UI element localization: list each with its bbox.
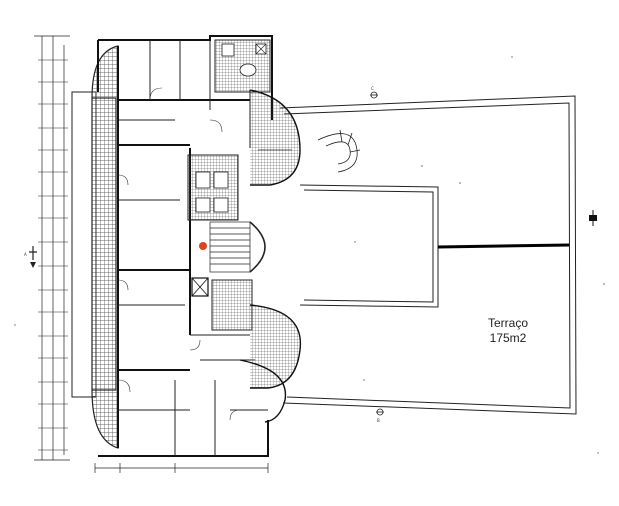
elevator-icon	[191, 277, 209, 297]
core-lower-bath	[211, 279, 253, 331]
left-balcony-bottom-curve	[91, 389, 119, 449]
north-marker-icon	[589, 210, 597, 226]
section-mark-c: C	[371, 86, 374, 91]
terrace-outline	[279, 95, 577, 415]
section-mark-b: B	[377, 418, 380, 423]
left-balcony-top-curve	[91, 45, 119, 99]
top-service-block	[214, 39, 271, 93]
section-mark-a: A	[24, 252, 27, 257]
scan-noise	[14, 56, 605, 454]
bottom-dimension-chain	[94, 463, 269, 473]
central-core	[187, 154, 239, 221]
door-swings	[117, 87, 241, 421]
left-dimension-ticks	[38, 59, 68, 451]
interior-partitions	[118, 40, 268, 456]
terrace-area: 175m2	[489, 331, 527, 345]
terrace-name: Terraço	[487, 316, 528, 330]
bottom-right-curve	[239, 359, 287, 423]
section-arrow-icon	[370, 91, 384, 416]
main-staircase	[209, 221, 266, 273]
lower-curved-balcony	[249, 304, 302, 389]
location-marker	[199, 242, 207, 250]
section-mark-left	[29, 246, 37, 268]
terrace-section-line	[437, 243, 570, 249]
left-dimension-chain	[34, 35, 70, 461]
upper-curved-balcony	[249, 89, 301, 186]
terrace-label: Terraço 175m2	[468, 316, 548, 346]
left-balcony-tiles	[91, 97, 117, 391]
spiral-stair-icon	[317, 129, 361, 173]
